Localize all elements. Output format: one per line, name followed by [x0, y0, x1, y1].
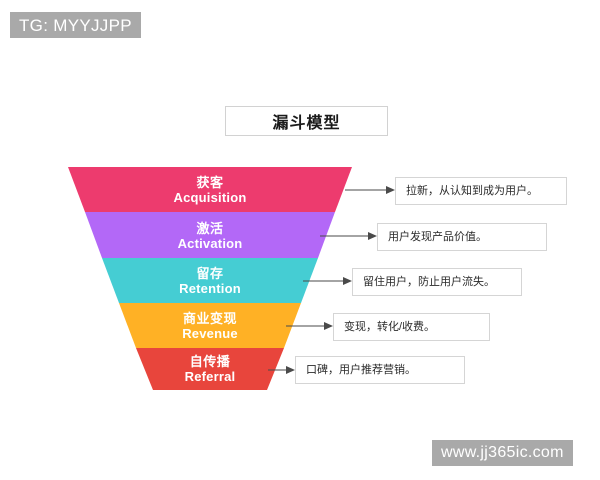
funnel-segment-retention — [102, 258, 318, 303]
callout-text: 变现，转化/收费。 — [344, 320, 436, 333]
callout-arrows — [268, 189, 389, 371]
funnel-segment-activation — [85, 212, 335, 258]
arrowhead-revenue — [324, 322, 333, 330]
arrowhead-referral — [286, 366, 295, 374]
funnel-segment-acquisition — [68, 167, 352, 212]
funnel-segments — [68, 167, 352, 390]
callout-box-activation: 用户发现产品价值。 — [377, 223, 547, 251]
callout-box-revenue: 变现，转化/收费。 — [333, 313, 490, 341]
callout-text: 拉新，从认知到成为用户。 — [406, 184, 538, 197]
callout-text: 留住用户，防止用户流失。 — [363, 275, 495, 288]
callout-text: 口碑，用户推荐营销。 — [306, 363, 416, 376]
callout-box-acquisition: 拉新，从认知到成为用户。 — [395, 177, 567, 205]
watermark-top-left: TG: MYYJJPP — [10, 12, 141, 38]
watermark-bottom-right: www.jj365ic.com — [432, 440, 573, 466]
page-title-box: 漏斗模型 — [225, 106, 388, 136]
callout-text: 用户发现产品价值。 — [388, 230, 487, 243]
funnel-segment-revenue — [119, 303, 301, 348]
callout-arrowheads — [286, 186, 395, 374]
page-title: 漏斗模型 — [272, 115, 341, 132]
funnel-segment-referral — [136, 348, 284, 390]
arrowhead-retention — [343, 277, 352, 285]
arrowhead-activation — [368, 232, 377, 240]
callout-box-retention: 留住用户，防止用户流失。 — [352, 268, 522, 296]
callout-box-referral: 口碑，用户推荐营销。 — [295, 356, 465, 384]
arrowhead-acquisition — [386, 186, 395, 194]
